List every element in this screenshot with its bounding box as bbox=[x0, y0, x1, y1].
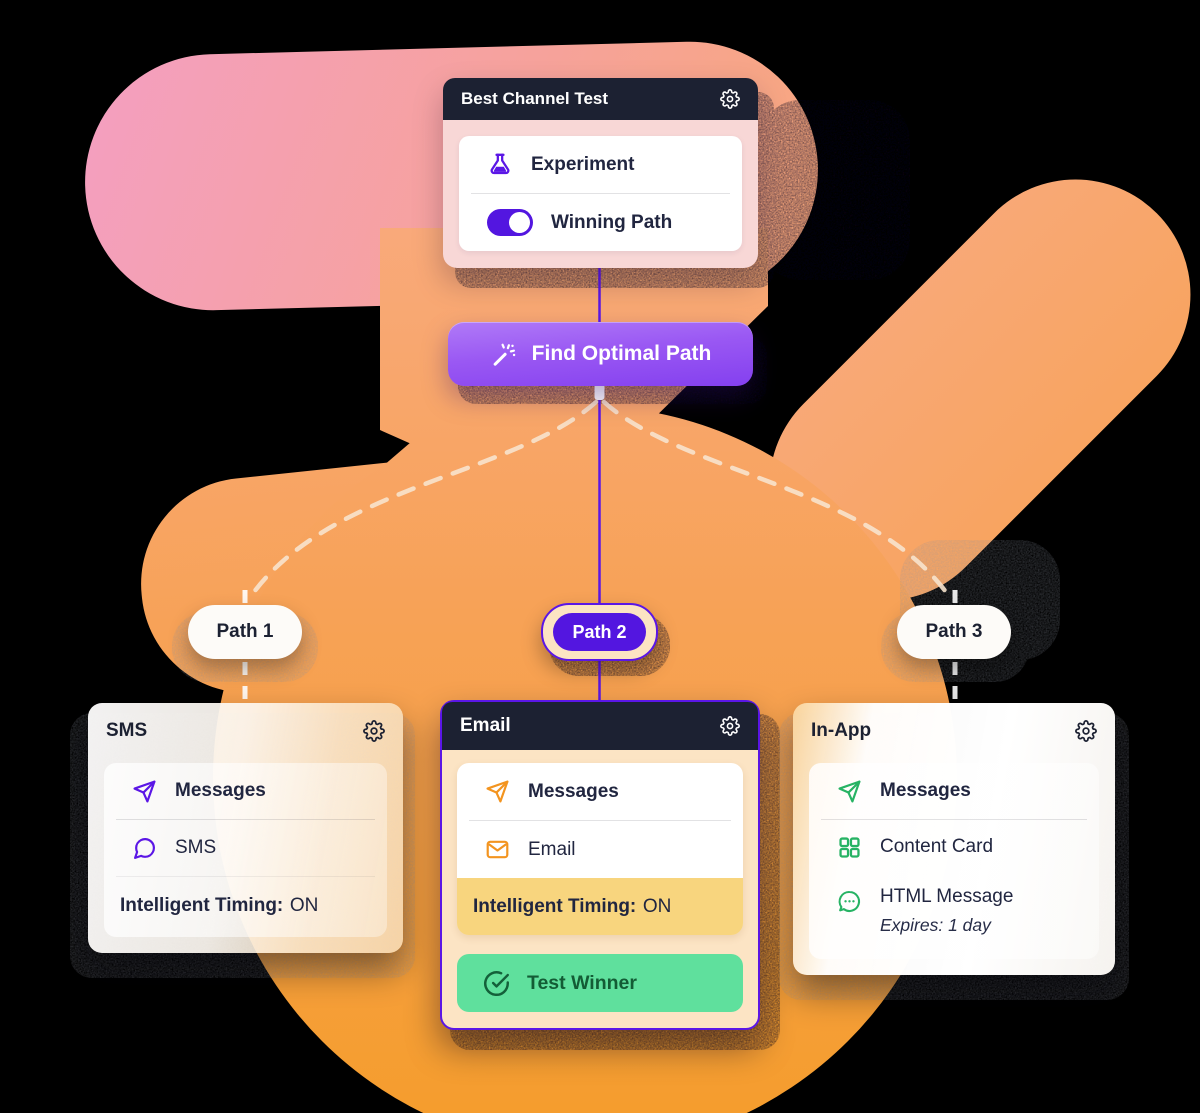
sms-intelligent-timing: Intelligent Timing: ON bbox=[104, 877, 387, 935]
flask-icon bbox=[487, 152, 513, 178]
envelope-icon bbox=[485, 837, 510, 862]
email-card: Email Messages Email Intelligent Timing:… bbox=[440, 700, 760, 1030]
find-optimal-path-label: Find Optimal Path bbox=[531, 342, 712, 365]
test-winner-label: Test Winner bbox=[527, 971, 637, 994]
sms-channel-row[interactable]: SMS bbox=[104, 820, 387, 876]
in-app-messages-label: Messages bbox=[880, 780, 971, 801]
in-app-card: In-App Messages Content Card HTML Messag… bbox=[793, 703, 1115, 975]
content-card-row[interactable]: Content Card bbox=[809, 820, 1099, 874]
connector-nub bbox=[594, 383, 605, 400]
intelligent-timing-value: ON bbox=[289, 895, 319, 916]
content-card-label: Content Card bbox=[880, 836, 994, 857]
best-channel-test-panel: Experiment Winning Path bbox=[459, 136, 742, 251]
experiment-label: Experiment bbox=[531, 153, 635, 175]
gear-icon[interactable] bbox=[720, 716, 740, 736]
sms-messages-row[interactable]: Messages bbox=[104, 763, 387, 819]
intelligent-timing-label: Intelligent Timing: bbox=[120, 895, 284, 916]
html-message-label: HTML Message bbox=[880, 886, 1014, 907]
gear-icon[interactable] bbox=[720, 89, 740, 109]
magic-wand-icon bbox=[490, 341, 517, 368]
path-1-label: Path 1 bbox=[216, 621, 274, 642]
divider bbox=[116, 819, 375, 820]
intelligent-timing-value: ON bbox=[642, 895, 672, 917]
path-2-inner-pill: Path 2 bbox=[553, 613, 646, 651]
winning-path-label: Winning Path bbox=[551, 211, 673, 233]
html-message-expiry: Expires: 1 day bbox=[880, 915, 991, 935]
best-channel-test-header: Best Channel Test bbox=[443, 78, 758, 120]
sms-card-title: SMS bbox=[106, 720, 148, 741]
chat-bubble-icon bbox=[132, 836, 157, 861]
send-icon bbox=[485, 779, 510, 804]
path-1-pill[interactable]: Path 1 bbox=[188, 605, 302, 659]
best-channel-test-title: Best Channel Test bbox=[461, 89, 609, 108]
test-winner-banner: Test Winner bbox=[457, 954, 743, 1012]
email-channel-label: Email bbox=[528, 838, 576, 860]
path-3-pill[interactable]: Path 3 bbox=[897, 605, 1011, 659]
sms-card-panel: Messages SMS Intelligent Timing: ON bbox=[104, 763, 387, 937]
intelligent-timing-label: Intelligent Timing: bbox=[473, 895, 637, 917]
sms-card: SMS Messages SMS Intelligent Timing: ON bbox=[88, 703, 403, 953]
sms-messages-label: Messages bbox=[175, 780, 266, 801]
email-card-panel: Messages Email Intelligent Timing: ON bbox=[457, 763, 743, 935]
send-icon bbox=[837, 779, 862, 804]
best-channel-test-card: Best Channel Test Experiment Winning Pat… bbox=[443, 78, 758, 268]
in-app-card-panel: Messages Content Card HTML Message Expir… bbox=[809, 763, 1099, 959]
in-app-card-title: In-App bbox=[811, 720, 872, 741]
check-circle-icon bbox=[483, 970, 510, 997]
winning-path-toggle[interactable] bbox=[487, 209, 533, 236]
send-icon bbox=[132, 779, 157, 804]
gear-icon[interactable] bbox=[1075, 720, 1097, 742]
winning-path-row[interactable]: Winning Path bbox=[459, 194, 742, 251]
connector-path3-dashed bbox=[601, 399, 952, 599]
path-2-label: Path 2 bbox=[572, 621, 627, 642]
path-2-pill[interactable]: Path 2 bbox=[541, 603, 658, 661]
experiment-row[interactable]: Experiment bbox=[459, 136, 742, 193]
divider bbox=[116, 876, 375, 877]
in-app-card-header: In-App bbox=[793, 703, 1115, 759]
divider bbox=[471, 193, 730, 194]
connector-path1-dashed bbox=[248, 399, 599, 599]
email-intelligent-timing: Intelligent Timing: ON bbox=[457, 878, 743, 935]
sms-channel-label: SMS bbox=[175, 837, 217, 858]
email-card-title: Email bbox=[460, 715, 511, 736]
find-optimal-path-button[interactable]: Find Optimal Path bbox=[448, 322, 753, 386]
path-3-label: Path 3 bbox=[925, 621, 983, 642]
chat-dots-icon bbox=[837, 889, 862, 914]
in-app-messages-row[interactable]: Messages bbox=[809, 763, 1099, 819]
divider bbox=[821, 819, 1087, 820]
gear-icon[interactable] bbox=[363, 720, 385, 742]
email-channel-row[interactable]: Email bbox=[457, 821, 743, 878]
email-messages-row[interactable]: Messages bbox=[457, 763, 743, 820]
sms-card-header: SMS bbox=[88, 703, 403, 759]
email-messages-label: Messages bbox=[528, 780, 619, 802]
html-message-row[interactable]: HTML Message Expires: 1 day bbox=[809, 874, 1099, 936]
grid-icon bbox=[837, 835, 862, 860]
divider bbox=[469, 820, 731, 821]
email-card-header: Email bbox=[442, 702, 758, 750]
